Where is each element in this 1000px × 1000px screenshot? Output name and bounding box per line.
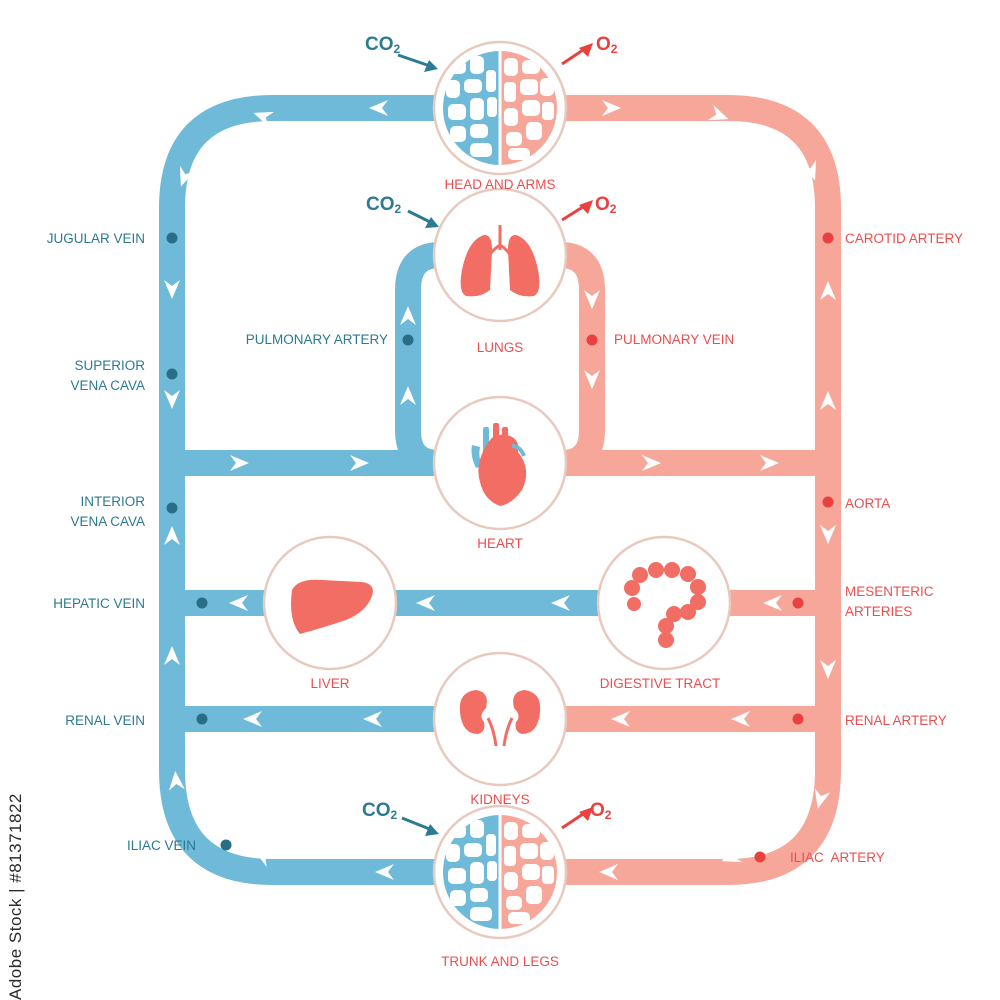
pulmonary-artery-vessel xyxy=(395,242,441,476)
aorta-label: AORTA xyxy=(845,496,890,511)
superior-vena-cava-label-2: VENA CAVA xyxy=(70,378,145,393)
liver-label: LIVER xyxy=(310,676,349,691)
pulmonary-vein-vessel xyxy=(559,242,605,476)
liver-node xyxy=(262,535,398,671)
kidneys-label: KIDNEYS xyxy=(470,792,529,807)
liver-icon xyxy=(291,579,373,634)
gas-exchange-markers xyxy=(397,43,593,836)
vein-labels: JUGULAR VEIN SUPERIOR VENA CAVA INTERIOR… xyxy=(47,231,388,853)
o2-label-head: O2 xyxy=(596,34,618,56)
vein-network xyxy=(159,95,608,885)
co2-label-trunk: CO2 xyxy=(362,800,398,822)
capillary-bed-icon xyxy=(443,51,557,165)
digestive-node xyxy=(596,535,732,671)
carotid-artery-label: CAROTID ARTERY xyxy=(845,231,963,246)
capillary-bed-icon xyxy=(443,815,557,929)
kidneys-icon xyxy=(459,690,541,747)
vein-marker-dots xyxy=(166,232,414,851)
intestine-icon xyxy=(624,562,706,648)
gas-labels: CO2 O2 CO2 O2 CO2 O2 xyxy=(362,34,618,822)
hepatic-vein-label: HEPATIC VEIN xyxy=(53,596,145,611)
interior-vena-cava-label-2: VENA CAVA xyxy=(70,514,145,529)
lungs-label: LUNGS xyxy=(477,340,524,355)
digestive-tract-label: DIGESTIVE TRACT xyxy=(600,676,721,691)
lungs-icon xyxy=(460,225,540,297)
co2-label-head: CO2 xyxy=(365,34,401,56)
heart-node xyxy=(432,395,568,531)
co2-label-lungs: CO2 xyxy=(366,194,402,216)
iliac-vein-label: ILIAC VEIN xyxy=(127,838,196,853)
artery-labels: CAROTID ARTERY PULMONARY VEIN AORTA MESE… xyxy=(614,231,963,865)
left-vein-trunk xyxy=(159,95,440,885)
lungs-node xyxy=(432,187,568,323)
mesenteric-arteries-label-1: MESENTERIC xyxy=(845,584,934,599)
o2-label-trunk: O2 xyxy=(590,800,612,822)
renal-vein-label: RENAL VEIN xyxy=(65,713,145,728)
artery-marker-dots xyxy=(586,232,834,863)
o2-label-lungs: O2 xyxy=(595,194,617,216)
heart-label: HEART xyxy=(477,536,523,551)
trunk-legs-label: TRUNK AND LEGS xyxy=(441,954,559,969)
head-arms-label: HEAD AND ARMS xyxy=(444,177,555,192)
iliac-artery-label: ILIAC ARTERY xyxy=(790,850,885,865)
renal-artery-label: RENAL ARTERY xyxy=(845,713,947,728)
superior-vena-cava-label-1: SUPERIOR xyxy=(74,358,145,373)
head-arms-node xyxy=(432,40,568,176)
pulmonary-artery-label: PULMONARY ARTERY xyxy=(246,332,388,347)
artery-network xyxy=(559,95,841,885)
jugular-vein-label: JUGULAR VEIN xyxy=(47,231,145,246)
kidneys-node xyxy=(432,651,568,787)
mesenteric-arteries-label-2: ARTERIES xyxy=(845,604,912,619)
organ-labels: HEAD AND ARMS LUNGS HEART LIVER DIGESTIV… xyxy=(310,177,720,969)
stock-id-watermark: Adobe Stock | #81371822 xyxy=(6,793,25,1000)
pulmonary-vein-label: PULMONARY VEIN xyxy=(614,332,734,347)
right-artery-trunk xyxy=(560,95,841,885)
heart-icon xyxy=(471,423,527,506)
interior-vena-cava-label-1: INTERIOR xyxy=(80,494,145,509)
trunk-legs-node xyxy=(432,804,568,940)
